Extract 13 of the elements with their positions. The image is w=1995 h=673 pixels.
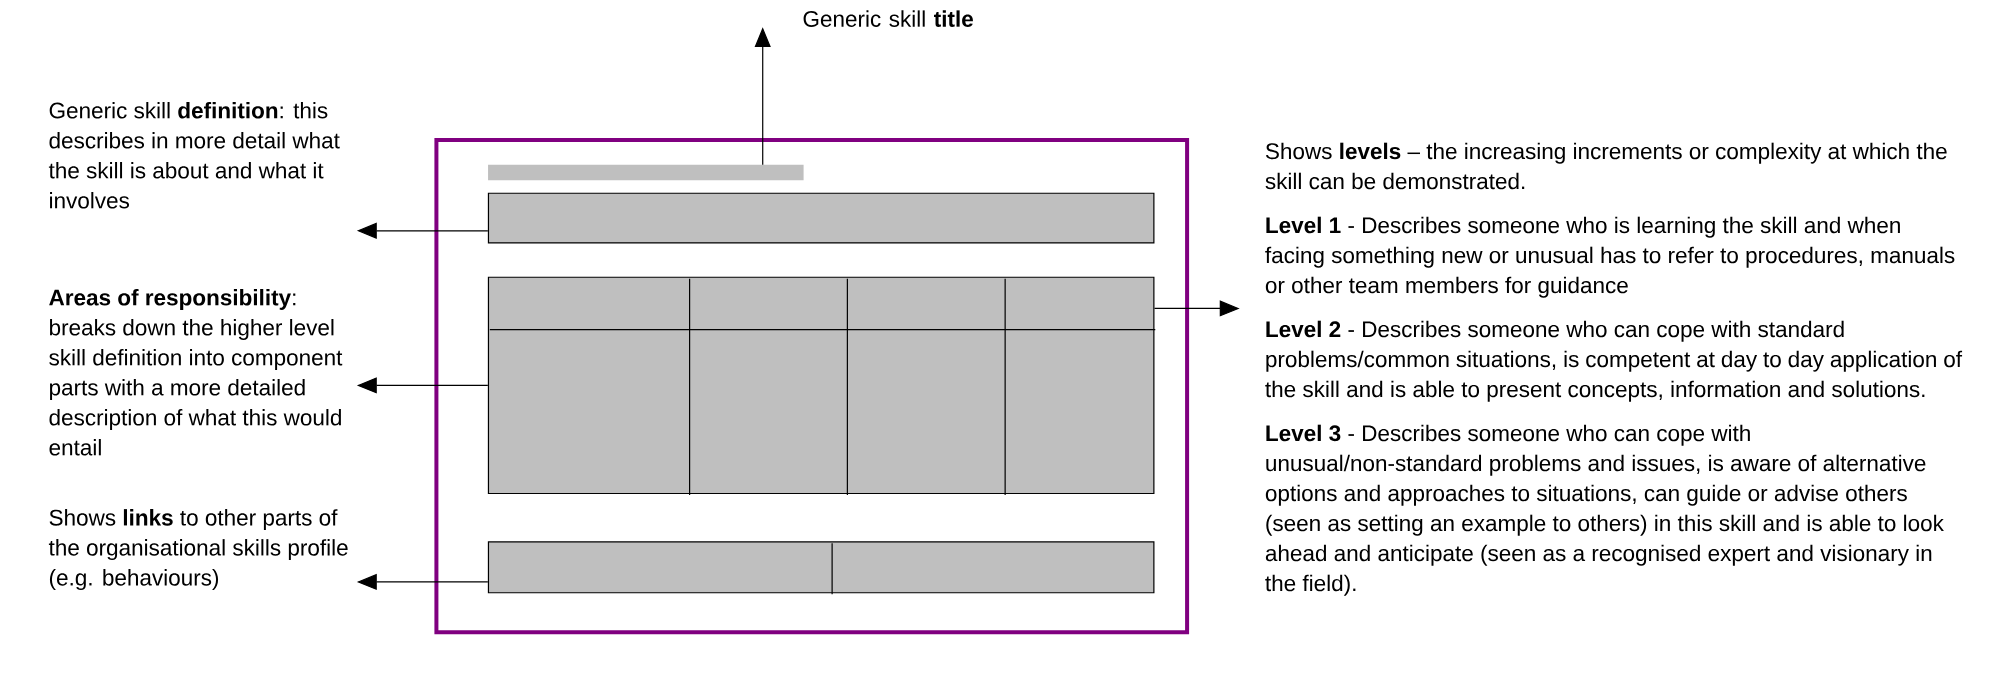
field-box <box>487 541 1155 595</box>
annotation-text: Areas of responsibility: breaks down the higher level skill definition into component parts with a more detailed description of what this would entail <box>49 289 343 456</box>
annotation-text: Level 2 - Describes someone who can cope with standard problems/common situations, is competent at day to day application of the skill and is able to present concepts, information and solutions. <box>1265 320 1963 402</box>
annotation-text: Shows links to other parts of the organisational skills profile (e.g. behaviours) <box>48 509 348 591</box>
title-bar <box>488 164 804 181</box>
frame <box>434 137 1190 635</box>
grid-box <box>487 276 1156 496</box>
annotation-text: Generic skill title <box>803 10 973 27</box>
annotation-text: Generic skill definition: this describes in more detail what the skill is about and what it involves <box>48 102 340 209</box>
annotation-text: Level 3 - Describes someone who can cope with unusual/non-standard problems and issues, is aware of alternative options and approaches to situations, can guide or advise others (seen as setting an example to others) in this skill and is able to look ahead and anticipate (seen as a recognised expert and visionary in the field). <box>1265 424 1944 596</box>
field-box <box>487 192 1155 244</box>
annotation-text: Shows levels – the increasing increments or complexity at which the skill can be demonstrated. <box>1265 142 1947 190</box>
annotation-text: Level 1 - Describes someone who is learning the skill and when facing something new or unusual has to refer to procedures, manuals or other team members for guidance <box>1265 216 1955 298</box>
